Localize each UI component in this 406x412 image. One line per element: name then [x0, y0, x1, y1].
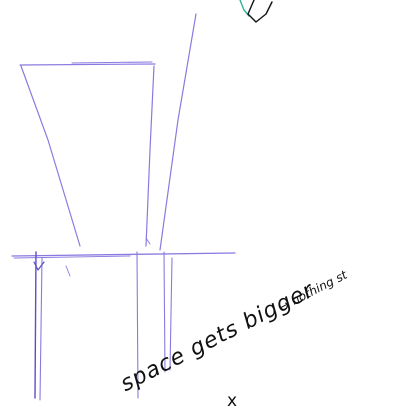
funnel-top-edge [20, 64, 155, 65]
long-diagonal-line [160, 14, 196, 250]
funnel-right-edge [146, 66, 154, 246]
funnel-top-edge-double [72, 62, 152, 63]
tick-mark-1 [66, 266, 70, 276]
leg-left-outer [35, 252, 36, 398]
top-scribble-black [248, 0, 272, 22]
leg-left-inner [40, 258, 42, 400]
bottom-x-mark: x [227, 391, 237, 411]
horizontal-bar [12, 253, 235, 256]
funnel-left-edge [21, 66, 80, 246]
